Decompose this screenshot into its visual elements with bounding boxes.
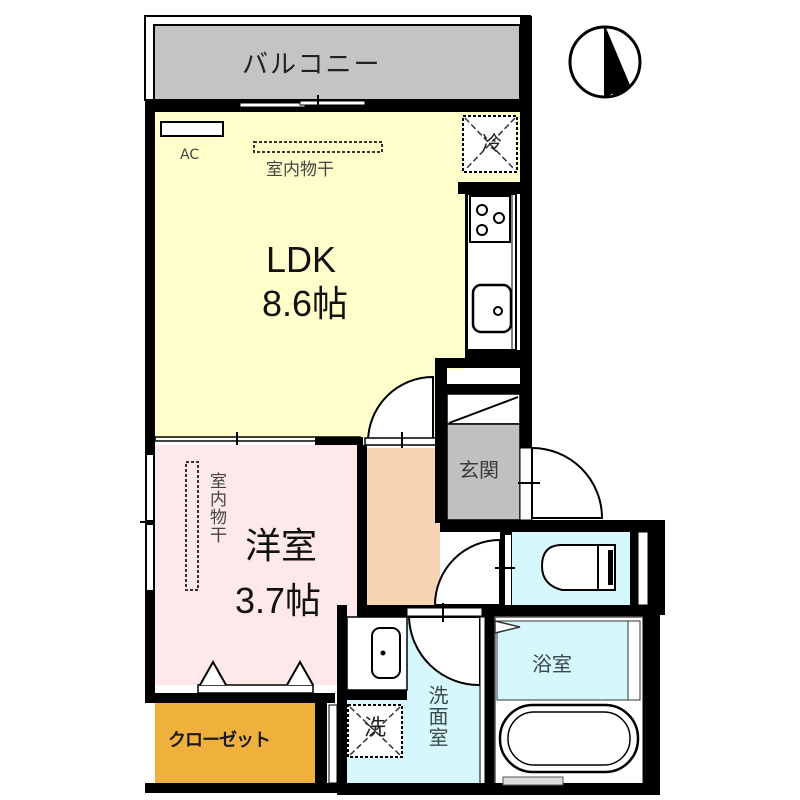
fridge-label: 冷 [482,131,502,155]
bathroom-label: 浴室 [532,652,572,676]
ac-unit-icon [160,121,224,137]
bathtub-icon [498,703,640,774]
hallway [367,448,440,605]
ldk-room-name: LDK [266,239,337,280]
western-room-name: 洋室 [245,525,318,566]
drying-rail-icon [253,141,383,153]
closet [155,703,315,783]
ac-label: AC [180,147,200,163]
balcony-label: バルコニー [242,50,382,80]
stove-icon [469,195,511,243]
ldk-room-size: 8.6帖 [262,283,349,324]
bath-door-icon[interactable] [494,620,521,634]
washroom-label: 洗面室 [425,685,449,748]
closet-label: クローゼット [168,730,271,751]
washer-label: 洗 [364,716,387,741]
washing-machine-icon [347,704,403,758]
front-door[interactable] [518,446,604,521]
washroom-door[interactable] [406,603,483,687]
western-drying-label: 室内物干 [206,472,226,544]
ldk-door[interactable] [364,375,438,450]
vanity-sink-icon [346,616,408,691]
entrance [446,423,521,521]
entrance-label: 玄関 [459,458,499,482]
drying-rail-icon [185,461,199,591]
toilet-door[interactable] [433,538,515,606]
western-room-size: 3.7帖 [235,580,322,621]
north-arrow-icon [568,25,642,99]
fridge-icon [462,115,518,173]
toilet-icon [540,544,616,591]
ldk-drying-label: 室内物干 [266,160,334,180]
sink-icon [471,283,513,334]
western-room [155,445,360,685]
